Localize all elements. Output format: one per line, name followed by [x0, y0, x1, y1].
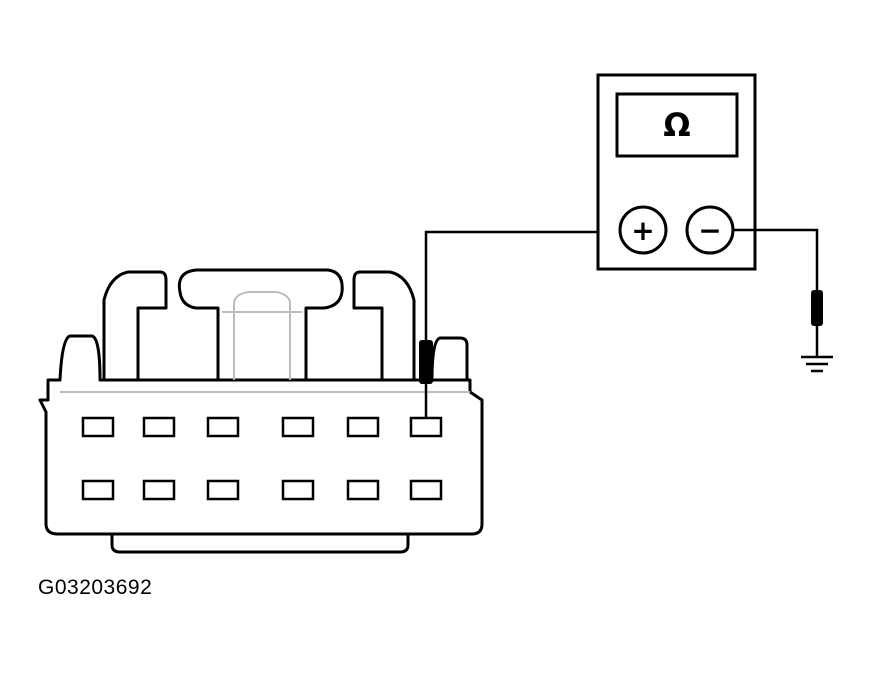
terminal-cavity — [281, 479, 315, 501]
ohm-symbol: Ω — [663, 106, 690, 144]
connector-right-latch — [352, 270, 416, 382]
connector-icon — [38, 268, 484, 554]
negative-terminal-label: − — [698, 214, 721, 247]
ground-icon — [801, 355, 833, 373]
connector-bottom-skirt — [110, 532, 410, 554]
terminal-cavity — [206, 479, 240, 501]
negative-lead — [733, 228, 819, 356]
probe-icon — [419, 340, 433, 384]
positive-terminal — [618, 205, 668, 255]
connector-left-latch — [102, 270, 168, 382]
terminal-cavities — [81, 416, 443, 501]
connector-lock-tab-window — [233, 291, 291, 380]
figure-id-label: G03203692 — [38, 576, 153, 599]
multimeter-display — [615, 92, 739, 158]
terminal-cavity — [81, 416, 115, 438]
ground-probe-icon — [811, 290, 823, 326]
positive-terminal-label: + — [631, 214, 654, 247]
terminal-cavity — [409, 479, 443, 501]
terminal-cavity — [142, 416, 176, 438]
terminal-cavity — [281, 416, 315, 438]
terminal-cavity-tested — [409, 416, 443, 438]
positive-lead — [424, 230, 620, 418]
positive-lead-wire — [424, 230, 620, 340]
terminal-cavity — [346, 479, 380, 501]
multimeter: Ω + − — [596, 73, 757, 271]
terminal-cavity — [346, 416, 380, 438]
connector-lock-tab — [177, 268, 344, 382]
terminal-cavity — [142, 479, 176, 501]
negative-lead-wire — [733, 228, 819, 290]
terminal-cavity — [81, 479, 115, 501]
terminal-cavity — [206, 416, 240, 438]
